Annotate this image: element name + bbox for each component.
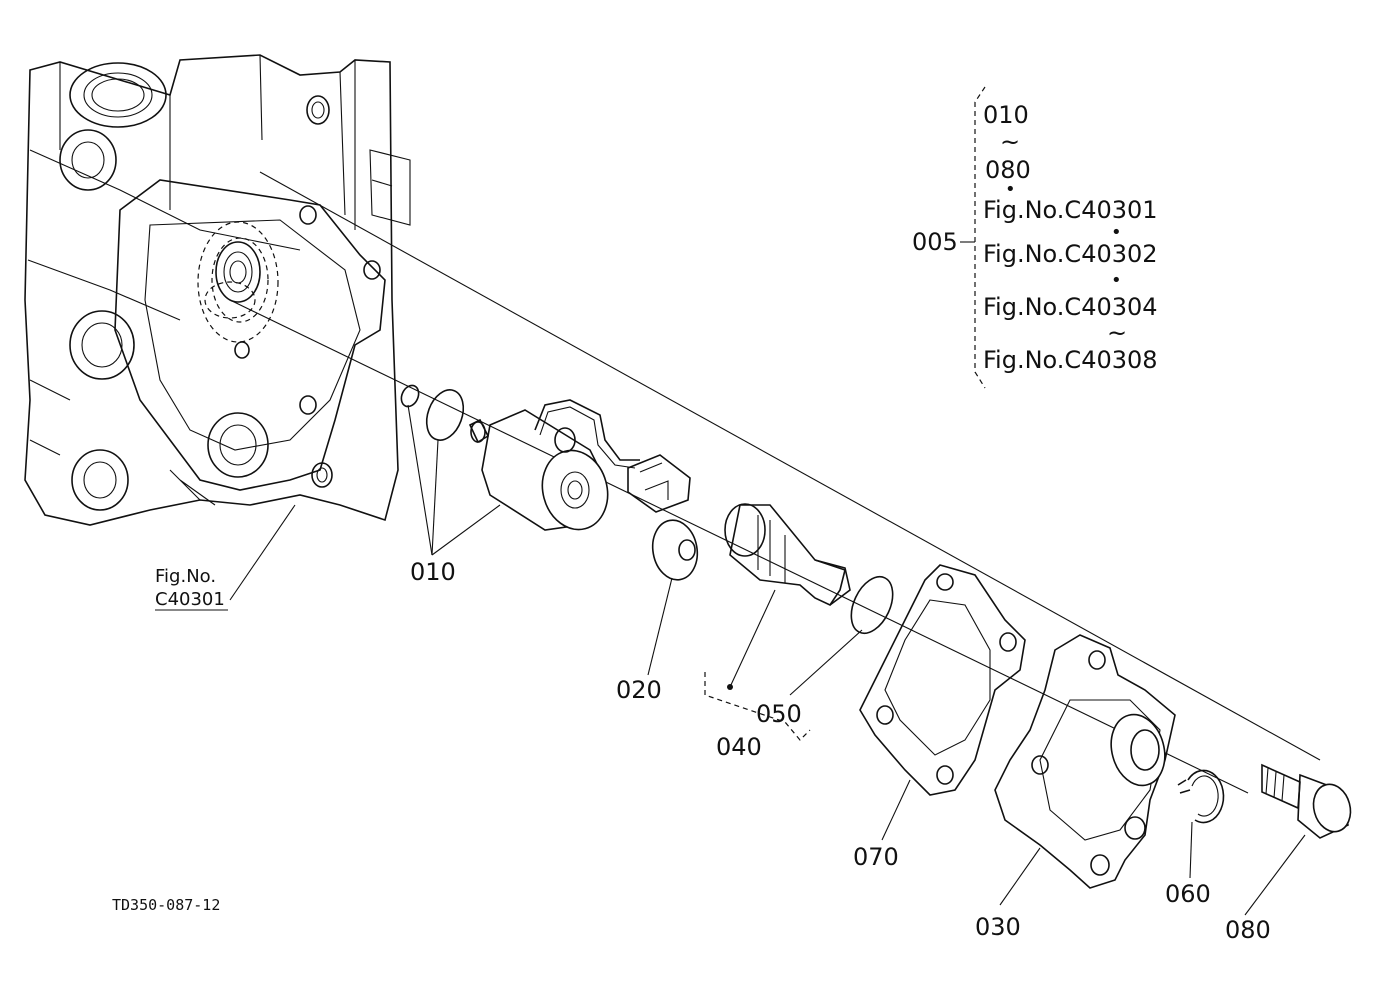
assembly-axis-lines — [229, 171, 1321, 794]
note-dot-2: • — [1111, 222, 1122, 243]
solenoid-valve — [468, 399, 691, 531]
circlip — [1177, 769, 1225, 824]
label-030: 030 — [975, 913, 1021, 941]
note-fig-4: Fig.No.C40308 — [983, 346, 1158, 374]
label-060: 060 — [1165, 880, 1211, 908]
o-ring-050 — [850, 575, 894, 635]
o-ring-large — [425, 389, 465, 441]
assembly-note: 010 ~ 080 • Fig.No.C40301 • Fig.No.C4030… — [983, 101, 1158, 374]
note-range-tilde: ~ — [1000, 128, 1020, 156]
leader-lines — [155, 86, 1306, 916]
part-labels: 010 020 050 040 070 030 060 080 005 — [410, 228, 1271, 944]
label-080: 080 — [1225, 916, 1271, 944]
note-range-end: 080 — [985, 156, 1031, 184]
note-fig-3: Fig.No.C40304 — [983, 293, 1158, 321]
valve-housing — [24, 54, 411, 526]
reference-line-2: C40301 — [155, 589, 225, 610]
label-040: 040 — [716, 733, 762, 761]
gasket — [859, 564, 1026, 796]
note-fig-tilde: ~ — [1107, 319, 1127, 347]
o-ring-small — [400, 384, 420, 408]
label-020: 020 — [616, 676, 662, 704]
label-050: 050 — [756, 700, 802, 728]
note-fig-1: Fig.No.C40301 — [983, 196, 1158, 224]
label-010: 010 — [410, 558, 456, 586]
spool-sleeve — [724, 503, 851, 607]
label-070: 070 — [853, 843, 899, 871]
note-fig-2: Fig.No.C40302 — [983, 240, 1158, 268]
drawing-code: TD350-087-12 — [112, 896, 220, 914]
note-dot-3: • — [1111, 270, 1122, 291]
label-005: 005 — [912, 228, 958, 256]
bolt — [1261, 763, 1352, 839]
washer — [651, 519, 699, 581]
reference-label: Fig.No. C40301 — [155, 566, 225, 610]
note-range-start: 010 — [983, 101, 1029, 129]
cover — [994, 634, 1176, 889]
note-dot-1: • — [1005, 179, 1016, 200]
reference-line-1: Fig.No. — [155, 566, 216, 587]
